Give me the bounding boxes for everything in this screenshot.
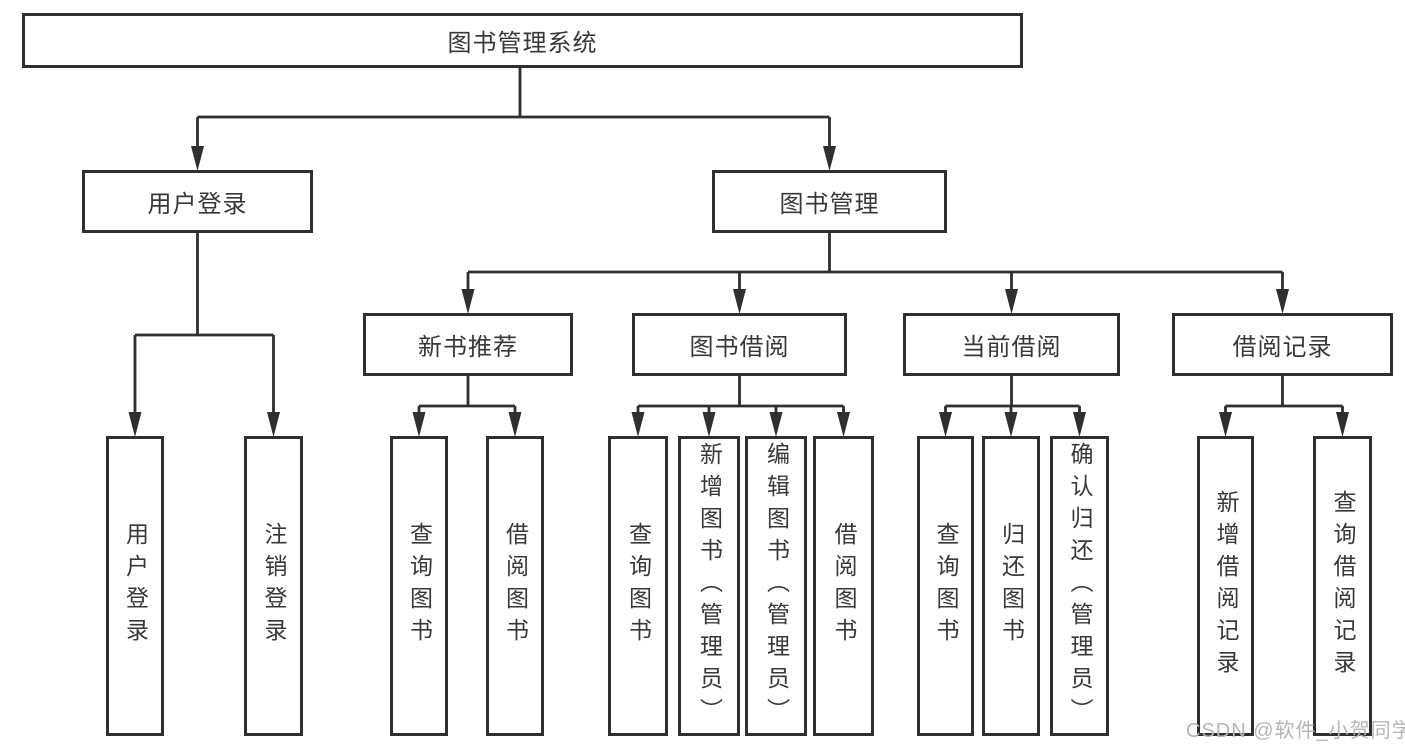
node-label: 归还图书 (998, 522, 1025, 650)
node-leaf-query-books-rec: 查询图书 (390, 436, 448, 736)
arrowhead-icon (702, 412, 716, 437)
arrowhead-icon (631, 412, 645, 437)
arrowhead-icon (461, 289, 475, 314)
arrow-shafts (133, 117, 1344, 416)
arrowhead-icon (733, 289, 746, 314)
node-label: 借阅图书 (502, 522, 529, 650)
node-label: 确认归还（管理员） (1067, 442, 1093, 730)
node-label: 图书借阅 (689, 334, 790, 361)
arrowhead-icon (1219, 412, 1232, 437)
node-label: 注销登录 (261, 522, 287, 650)
node-user-login: 用户登录 (82, 170, 313, 233)
node-label: 编辑图书（管理员） (763, 442, 790, 730)
arrowhead-icon (1073, 412, 1086, 437)
node-label: 查询借阅记录 (1330, 490, 1356, 682)
node-label: 新增借阅记录 (1213, 490, 1239, 682)
node-book-borrowing: 图书借阅 (632, 313, 847, 376)
arrowheads (128, 146, 1349, 437)
connector-newbook-to-leaves (419, 374, 515, 408)
node-leaf-borrow-books-rec: 借阅图书 (486, 436, 544, 736)
node-label: 图书管理系统 (447, 30, 598, 57)
connector-bookborrow-to-leaves (638, 374, 844, 408)
node-label: 查询图书 (933, 522, 959, 650)
node-leaf-add-books-admin: 新增图书（管理员） (678, 436, 740, 736)
arrowhead-icon (508, 412, 522, 437)
node-label: 用户登录 (122, 522, 149, 650)
node-leaf-user-login: 用户登录 (106, 436, 164, 736)
arrowhead-icon (1336, 412, 1349, 437)
arrowhead-icon (1276, 289, 1289, 314)
node-leaf-add-borrow-record: 新增借阅记录 (1197, 436, 1254, 736)
connector-currentborrow-to-leaves (945, 374, 1080, 408)
node-leaf-logout: 注销登录 (244, 436, 303, 736)
node-label: 借阅记录 (1232, 334, 1333, 361)
node-leaf-query-books-borrow: 查询图书 (608, 436, 668, 736)
node-leaf-confirm-return-admin: 确认归还（管理员） (1050, 436, 1109, 736)
arrowhead-icon (191, 146, 204, 171)
connector-userlogin-to-leaves (135, 231, 274, 337)
node-borrowing-records: 借阅记录 (1172, 313, 1393, 376)
node-label: 借阅图书 (831, 522, 857, 650)
arrowhead-icon (769, 412, 783, 437)
connector-root-to-level1 (197, 67, 830, 119)
csdn-watermark: CSDN @软件_小贺同学 (1186, 720, 1405, 742)
connector-bookmgmt-to-level2 (468, 231, 1283, 274)
arrowhead-icon (412, 412, 426, 437)
node-leaf-query-borrow-record: 查询借阅记录 (1313, 436, 1372, 736)
node-label: 图书管理 (779, 191, 880, 218)
arrowhead-icon (823, 146, 836, 171)
arrowhead-icon (939, 412, 952, 437)
node-label: 用户登录 (147, 191, 248, 218)
arrowhead-icon (1005, 289, 1018, 314)
arrowhead-icon (267, 412, 280, 437)
node-leaf-borrow-books: 借阅图书 (813, 436, 874, 736)
node-label: 新书推荐 (418, 334, 518, 361)
arrowhead-icon (837, 412, 850, 437)
node-label: 当前借阅 (961, 334, 1062, 361)
arrowhead-icon (128, 412, 142, 437)
node-library-management-system: 图书管理系统 (22, 13, 1023, 68)
connector-borrowrecords-to-leaves (1225, 374, 1343, 408)
node-new-book-recommendation: 新书推荐 (363, 313, 573, 376)
node-leaf-return-books: 归还图书 (982, 436, 1040, 736)
node-leaf-query-books-current: 查询图书 (917, 436, 974, 736)
arrowhead-icon (1004, 412, 1018, 437)
node-label: 新增图书（管理员） (696, 442, 723, 730)
node-leaf-edit-books-admin: 编辑图书（管理员） (745, 436, 807, 736)
node-current-borrowing: 当前借阅 (903, 313, 1120, 376)
node-label: 查询图书 (406, 522, 433, 650)
node-label: 查询图书 (625, 522, 652, 650)
node-book-management: 图书管理 (712, 170, 947, 233)
